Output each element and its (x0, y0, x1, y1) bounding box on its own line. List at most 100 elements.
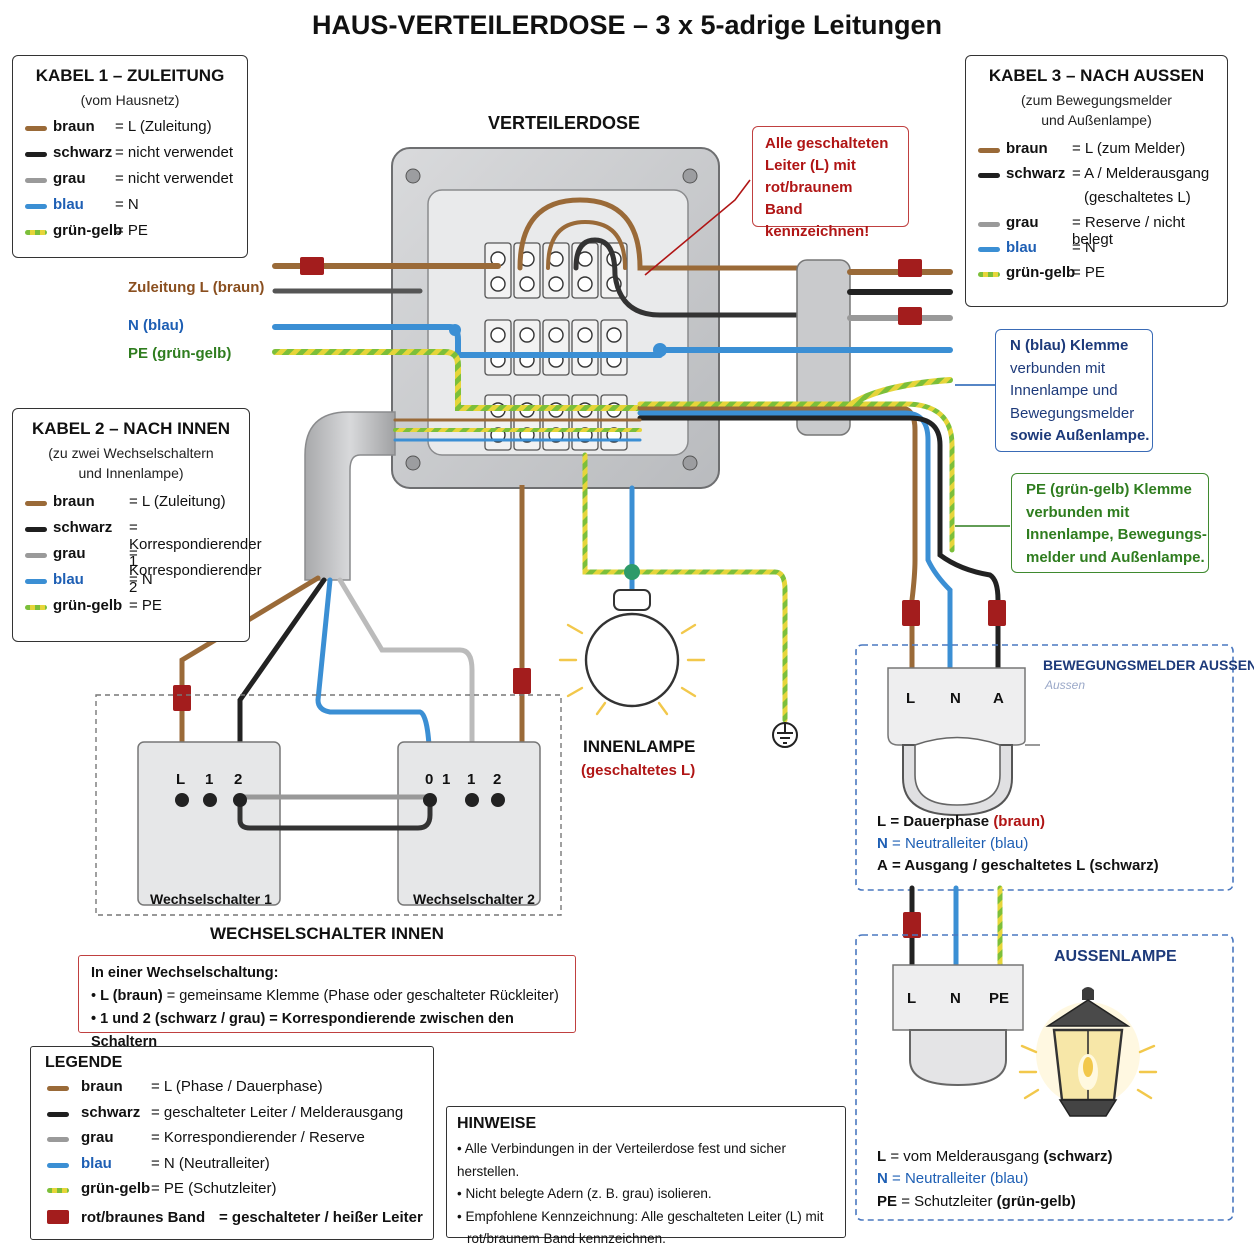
wire-color-name: schwarz (53, 519, 113, 536)
wire-color-name: grau (53, 170, 86, 187)
legend-key: N (877, 835, 888, 852)
wire-swatch (47, 1162, 69, 1168)
pe-klemme-note: PE (grün-gelb) Klemme verbunden mit Inne… (1011, 473, 1209, 573)
wire-meaning: = N (1072, 239, 1096, 256)
cable-2-conduit (304, 411, 396, 581)
wire-meaning: = nicht verwendet (115, 170, 233, 187)
legend-key: N (877, 1170, 888, 1187)
wire-color-name: grün-gelb (53, 597, 123, 614)
wechselschalter-2-body (397, 741, 541, 906)
wire-swatch (978, 222, 1000, 227)
note-line: Bewegungsmelder (1010, 404, 1135, 422)
red-band-marker (898, 307, 922, 325)
lantern-icon (1036, 987, 1140, 1117)
wire-color-name: blau (81, 1154, 112, 1172)
wechselschalter-1-label: Wechselschalter 1 (150, 891, 272, 907)
legende-title: LEGENDE (45, 1054, 123, 1071)
note-line: verbunden mit (1010, 359, 1106, 377)
wire-meaning: = L (Phase / Dauerphase) (151, 1078, 323, 1095)
legende-row: schwarz= geschalteter Leiter / Melderaus… (31, 1102, 433, 1128)
legende-row: rot/braunes Band= geschalteter / heißer … (31, 1204, 433, 1234)
hinweis-line: • Empfohlene Kennzeichnung: Alle geschal… (457, 1208, 824, 1224)
switch2-terminal-label: 2 (493, 771, 502, 788)
kabel-3-row: blau= N (966, 237, 1227, 262)
wire-swatch (25, 579, 47, 584)
switch2-terminal-label: 1 (442, 771, 451, 788)
wire-color-name: schwarz (53, 144, 113, 161)
innenlampe-title: INNENLAMPE (583, 737, 696, 756)
note-line: • L (braun) = gemeinsame Klemme (Phase o… (91, 988, 559, 1004)
wire-swatch (47, 1111, 69, 1117)
wire-swatch (25, 605, 47, 610)
legende-row: blau= N (Neutralleiter) (31, 1153, 433, 1179)
lamp-junction (624, 564, 640, 580)
wire-meaning: = PE (1072, 264, 1105, 281)
wire-swatch (978, 173, 1000, 178)
internal-jumpers (449, 197, 803, 357)
wire-swatch (978, 272, 1000, 277)
legend-paren: (blau) (989, 1170, 1029, 1187)
label-n-blau: N (blau) (128, 317, 184, 334)
kabel-3-row: grün-gelb= PE (966, 262, 1227, 287)
wire-meaning: = L (zum Melder) (1072, 140, 1186, 157)
red-band-marker (300, 257, 324, 275)
wire-meaning: = Korrespondierender 2 (129, 545, 262, 596)
kabel-2-subtitle-1: (zu zwei Wechselschaltern (48, 445, 214, 461)
wire-color-name: grau (1006, 214, 1039, 231)
kabel-2-row: grün-gelb= PE (13, 595, 249, 621)
melder-terminal-n: N (950, 690, 961, 707)
kabel-3-title: KABEL 3 – NACH AUSSEN (988, 66, 1205, 85)
kabel-2-row: schwarz= Korrespondierender 1 (13, 517, 262, 570)
wire-swatch (25, 178, 47, 183)
legend-text: = vom Melderausgang (890, 1148, 1040, 1165)
wire-swatch (47, 1188, 69, 1193)
red-band-marker (173, 685, 191, 711)
wire-color-name: braun (1006, 140, 1048, 157)
wire-color-name: braun (53, 493, 95, 510)
wire-swatch (25, 126, 47, 131)
hinweise-title: HINWEISE (457, 1115, 537, 1132)
bewegungsmelder-body (887, 667, 1026, 817)
red-band-marker (513, 668, 531, 694)
aussenlampe-title: AUSSENLAMPE (1054, 948, 1177, 965)
wire-swatch (978, 247, 1000, 252)
kabel-1-row: braun= L (Zuleitung) (13, 116, 247, 142)
switch-bridges (237, 794, 433, 831)
ground-symbol-icon (772, 722, 798, 748)
legende-row: grau = Korrespondierender / Reserve (31, 1127, 433, 1153)
red-band-marker (988, 600, 1006, 626)
switch-dashed-group (95, 694, 562, 916)
legende-panel: LEGENDE braun= L (Phase / Dauerphase) sc… (30, 1046, 434, 1240)
wire-meaning: = PE (115, 222, 148, 239)
red-band-marker (903, 912, 921, 938)
innenlampe-bulb (584, 589, 680, 708)
hinweis-line: • Alle Verbindungen in der Verteilerdose… (457, 1141, 786, 1179)
kabel-1-panel: KABEL 1 – ZULEITUNG (vom Hausnetz) braun… (12, 55, 248, 258)
lantern-rays (1018, 1044, 1158, 1100)
wire-swatch (47, 1137, 69, 1142)
motion-to-lamp-wires (909, 885, 1003, 968)
legend-text: = Neutralleiter (892, 1170, 986, 1187)
wire-meaning: = N (115, 196, 139, 213)
wire-swatch (25, 152, 47, 157)
kabel-2-subtitle-2: und Innenlampe) (78, 465, 184, 481)
kabel-2-row: grau= Korrespondierender 2 (13, 543, 262, 596)
note-line: N (blau) Klemme (1010, 337, 1129, 354)
light-rays (558, 623, 706, 716)
note-line: rot/braunem (765, 179, 853, 196)
lampe-legend-l: L = vom Melderausgang (schwarz) (877, 1148, 1113, 1165)
kabel-1-row: blau= N (13, 194, 247, 220)
melder-terminal-l: L (906, 690, 916, 707)
wire-swatch (25, 527, 47, 532)
lampe-terminal-l: L (907, 990, 917, 1007)
kabel-3-row: (geschaltetes L) (966, 187, 1227, 212)
wire-color-name: blau (53, 571, 84, 588)
innenlampe-sub: (geschaltetes L) (581, 762, 696, 779)
wire-color-name: grau (81, 1129, 114, 1146)
wechselschalter-1-body (137, 741, 281, 906)
switch2-terminal-label: 1 (467, 771, 476, 788)
legend-key: L (877, 1148, 887, 1165)
switch1-terminal-label: 1 (205, 771, 214, 788)
wire-meaning: = Korrespondierender / Reserve (151, 1129, 365, 1146)
note-line: Innenlampe, Bewegungs- (1026, 526, 1207, 543)
